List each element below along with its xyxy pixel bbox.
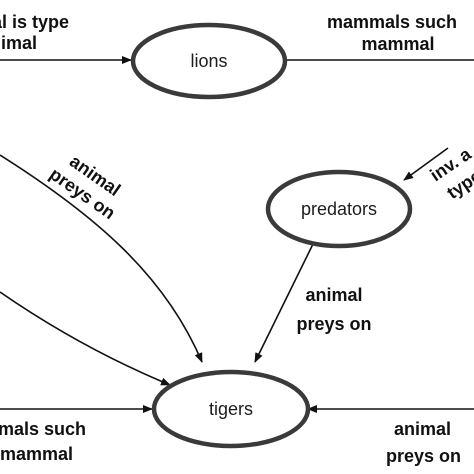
node-predators-label: predators xyxy=(301,199,377,219)
node-lions-label: lions xyxy=(190,51,227,71)
edge-label-animal-preys-on-mid-line2: preys on xyxy=(296,314,371,334)
edge-label-top-right-line2: mammal xyxy=(361,34,434,54)
edge-lower-left-to-tigers xyxy=(0,291,171,386)
edge-label-bottom-left-line1: mals such xyxy=(0,419,86,439)
edge-label-top-left-line2: nimal xyxy=(0,33,37,53)
edge-label-bottom-left-line2: mammal xyxy=(0,444,73,464)
edge-into-predators xyxy=(403,147,449,181)
edge-label-top-left-line1: al is type xyxy=(0,12,69,32)
node-tigers-label: tigers xyxy=(209,399,253,419)
edge-label-inv-type: inv. a type xyxy=(426,143,474,203)
edge-animal-preys-on-to-tigers xyxy=(0,154,203,363)
edge-label-animal-preys-on-left: animal preys on xyxy=(46,151,124,223)
edge-predators-to-tigers xyxy=(254,243,314,363)
node-predators[interactable]: predators xyxy=(265,169,413,249)
node-lions[interactable]: lions xyxy=(130,22,288,100)
edge-label-animal-preys-on-mid-line1: animal xyxy=(305,285,362,305)
edge-label-bottom-right-line1: animal xyxy=(394,419,451,439)
node-tigers[interactable]: tigers xyxy=(151,369,311,449)
edge-label-bottom-right-line2: preys on xyxy=(386,446,461,466)
edge-label-top-right-line1: mammals such xyxy=(327,12,457,32)
